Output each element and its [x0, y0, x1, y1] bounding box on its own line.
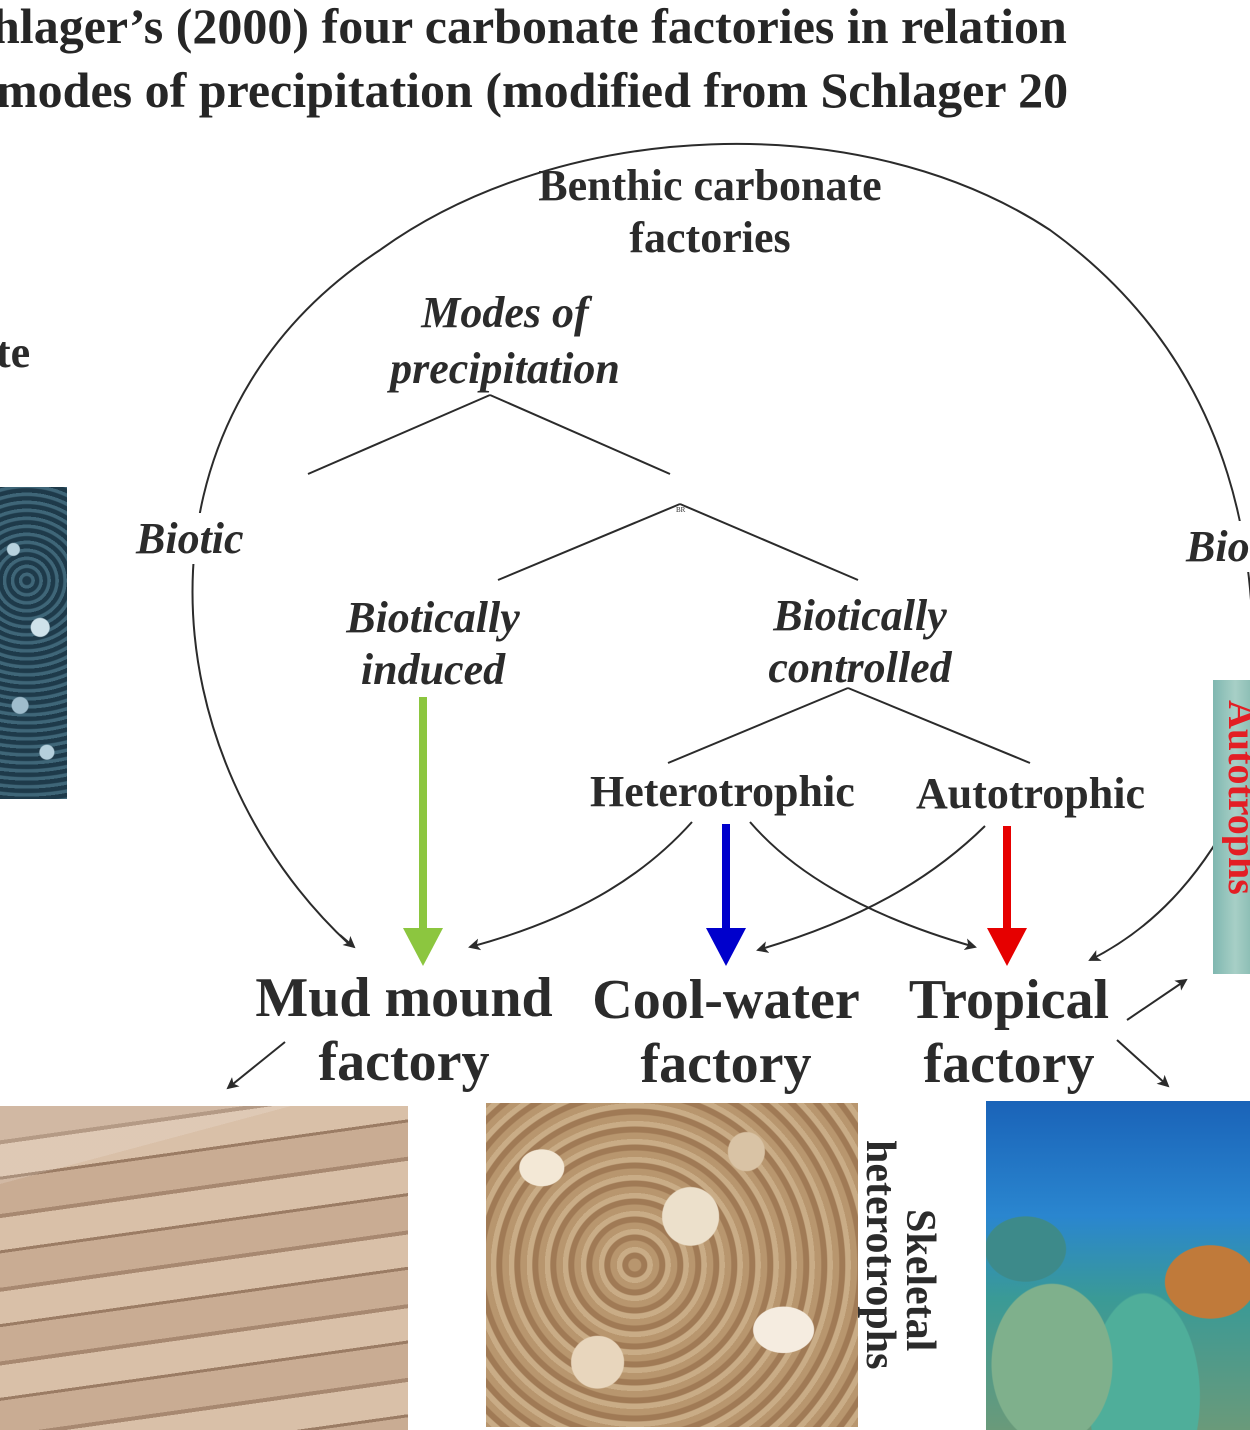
tree-line-1	[307, 394, 491, 475]
modes-of-precipitation: Modes of precipitation	[355, 285, 655, 397]
cool-water-factory: Cool-water factory	[582, 968, 870, 1096]
mud-line-1: Mud mound	[255, 967, 553, 1029]
tree-line-3	[497, 503, 681, 581]
mud-mound-photo	[0, 1106, 408, 1430]
heterotrophic-arrow-head	[706, 928, 746, 966]
benthic-heading-line-1: Benthic carbonate	[538, 161, 882, 210]
skeletal-line-2: heterotrophs	[857, 1140, 903, 1370]
tree-line-6	[847, 687, 1031, 764]
benthic-arc	[191, 142, 1250, 961]
hetero-to-mud-arrow	[468, 821, 693, 951]
arc-left-arrow-end	[339, 934, 356, 949]
biotically-controlled: Biotically controlled	[740, 590, 980, 694]
tropical-to-reef-arrow	[1116, 1039, 1170, 1088]
modes-line-1: Modes of	[421, 288, 589, 337]
tropical-line-2: factory	[923, 1033, 1095, 1095]
auto-to-cool-arrow	[756, 825, 986, 953]
induced-arrow-head	[403, 928, 443, 966]
cool-line-2: factory	[640, 1033, 812, 1095]
biotic-left-label: Biotic	[134, 513, 246, 564]
tree-line-4	[679, 503, 859, 581]
title-line-1: hlager’s (2000) four carbonate factories…	[0, 0, 1067, 54]
cool-line-1: Cool-water	[592, 969, 860, 1031]
tree-line-5	[667, 687, 849, 764]
shell-beach-photo	[486, 1103, 858, 1427]
benthic-heading: Benthic carbonate factories	[510, 160, 910, 264]
benthic-heading-line-2: factories	[629, 213, 791, 262]
tropical-line-1: Tropical	[908, 969, 1110, 1031]
left-micrograph-photo	[0, 487, 67, 799]
mud-line-2: factory	[318, 1031, 490, 1093]
tree-line-2	[489, 394, 671, 475]
mud-mound-factory: Mud mound factory	[245, 966, 563, 1094]
autotrophs-photo	[1213, 680, 1250, 974]
skeletal-line-1: Skeletal	[897, 1208, 943, 1352]
tropical-factory: Tropical factory	[896, 968, 1122, 1096]
left-cut-text: te	[0, 328, 31, 377]
biotic-right-label: Bio	[1186, 521, 1250, 572]
hetero-to-tropical-arrow	[749, 821, 977, 951]
heterotrophic-label: Heterotrophic	[590, 767, 855, 816]
autotrophs-label: Autotrophs	[1222, 700, 1250, 895]
title-line-2: modes of precipitation (modified from Sc…	[0, 62, 1069, 118]
autotrophic-arrow-head	[987, 928, 1027, 966]
autotrophic-label: Autotrophic	[916, 769, 1145, 818]
induced-line-2: induced	[360, 645, 506, 694]
tropical-to-autotrophs-arrow	[1126, 978, 1188, 1021]
coral-reef-photo	[986, 1101, 1250, 1430]
biotically-induced: Biotically induced	[323, 592, 543, 696]
skeletal-heterotrophs-label: Skeletal heterotrophs	[857, 1140, 943, 1420]
modes-line-2: precipitation	[390, 344, 620, 393]
controlled-line-2: controlled	[768, 643, 952, 692]
controlled-line-1: Biotically	[773, 591, 947, 640]
mud-to-photo-arrow	[226, 1041, 286, 1090]
br-mark: BR	[676, 506, 686, 514]
induced-line-1: Biotically	[346, 593, 520, 642]
